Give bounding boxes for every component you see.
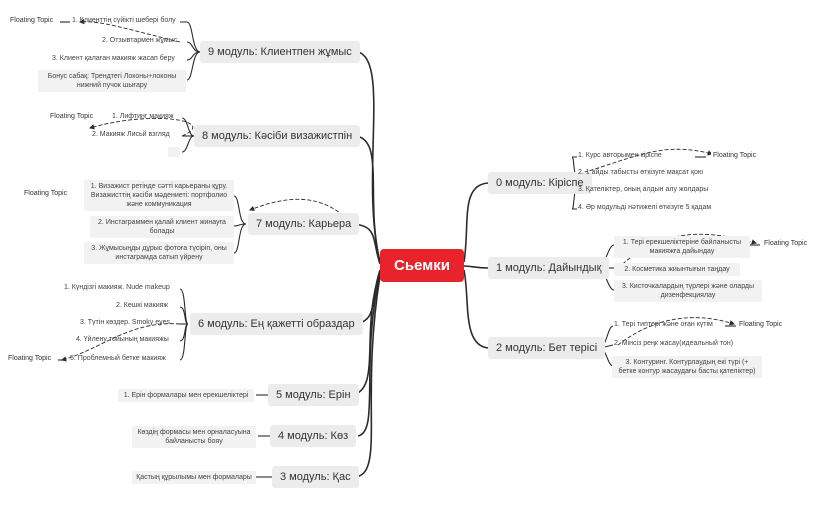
m0-item-3[interactable]: 3. Қателіктер, оның алдын алу жолдары — [578, 186, 709, 193]
m4-item-1[interactable]: Көздің формасы мен орналасуына байланыст… — [132, 426, 256, 448]
m6-item-4[interactable]: 4. Үйлену тойының макияжы — [76, 336, 169, 343]
floating-topic[interactable]: Floating Topic — [6, 355, 54, 362]
float-link-m9 — [78, 18, 181, 43]
m9-item-2[interactable]: 2. Отзывтармен жұмыс — [102, 37, 178, 44]
floating-topic[interactable]: Floating Topic — [48, 113, 96, 120]
module-7-topic[interactable]: 7 модуль: Карьера — [248, 213, 360, 235]
float-link-m2 — [617, 317, 736, 346]
central-topic[interactable]: Сьемки — [380, 249, 464, 282]
float-link-m0 — [577, 148, 714, 175]
floating-topic[interactable]: Floating Topic — [737, 321, 785, 328]
m7-item-2[interactable]: 2. Инстаграммен қалай клиент жинауға бол… — [90, 216, 234, 238]
floating-topic[interactable]: Floating Topic — [711, 152, 759, 159]
m9-item-1[interactable]: 1. Клиенттің сүйікті шебері болу — [72, 17, 176, 24]
module-8-topic[interactable]: 8 модуль: Кәсіби визажистпін — [194, 125, 361, 147]
module-4-topic[interactable]: 4 модуль: Көз — [270, 425, 357, 447]
m0-item-1[interactable]: 1. Курс авторымен кіріспе — [578, 152, 662, 159]
float-link-m8 — [88, 117, 194, 137]
m6-item-2[interactable]: 2. Кешкі макияж — [116, 302, 169, 309]
m1-item-2[interactable]: 2. Косметика жиынтығын таңдау — [614, 263, 740, 276]
m2-item-3[interactable]: 3. Контуринг. Контурлаудың екі түрі (+ б… — [612, 356, 762, 378]
branch-m8 — [355, 135, 381, 263]
module-3-topic[interactable]: 3 модуль: Қас — [272, 466, 359, 488]
m8-item-2[interactable]: 2. Макияж Лисьй взгляд — [92, 131, 170, 138]
m0-item-2[interactable]: 2. 1 айды табысты өткізуге мақсат қою — [578, 169, 704, 176]
m8-item-1[interactable]: 1. Лифтинг макияж — [112, 113, 174, 120]
m7-item-3[interactable]: 3. Жұмысыңды дұрыс фотоға түсіріп, оны и… — [84, 242, 234, 264]
branch-m2 — [463, 269, 489, 349]
m0-item-4[interactable]: 4. Әр модульді нәтижелі өткізуге 5 қадам — [578, 204, 712, 211]
floating-topic[interactable]: Floating Topic — [22, 190, 70, 197]
m6-item-5[interactable]: 5. Проблемный бетке макияж — [70, 355, 166, 362]
module-6-topic[interactable]: 6 модуль: Ең қажетті образдар — [190, 313, 363, 335]
m2-item-2[interactable]: 2. Мінсіз реңк жасау(идеальный тон) — [614, 340, 734, 347]
m6-item-1[interactable]: 1. Күндізгі макияж. Nude makeup — [64, 284, 170, 291]
module-5-topic[interactable]: 5 модуль: Ерін — [268, 384, 359, 406]
m5-item-1[interactable]: 1. Ерін формалары мен ерекшеліктері — [118, 389, 254, 402]
m7-item-1[interactable]: 1. Визажист ретінде сәтті карьераны құру… — [84, 180, 234, 211]
branch-m0 — [463, 182, 489, 263]
m9-item-4[interactable]: Бонус сабақ: Трендтегі Локоны+локоны ниж… — [38, 70, 186, 92]
floating-topic[interactable]: Floating Topic — [8, 17, 56, 24]
module-9-topic[interactable]: 9 модуль: Клиентпен жұмыс — [200, 41, 360, 63]
m8-empty-topic[interactable] — [168, 147, 180, 157]
module-1-topic[interactable]: 1 модуль: Дайындық — [488, 257, 610, 279]
branch-m4 — [357, 273, 381, 437]
m1-item-3[interactable]: 3. Кисточкалардың түрлері және оларды ди… — [614, 280, 762, 302]
module-0-topic[interactable]: 0 модуль: Кіріспе — [488, 172, 592, 194]
branch-m1 — [463, 265, 489, 269]
m6-item-3[interactable]: 3. Түтін көздер. Smoky eyes — [80, 319, 171, 326]
m3-item-1[interactable]: Қастың құрылымы мен формалары — [132, 471, 256, 484]
branch-m3 — [355, 275, 381, 478]
float-link-m6 — [60, 323, 181, 362]
m9-item-3[interactable]: 3. Клиент қалаған макияж жасап беру — [52, 55, 175, 62]
m2-item-1[interactable]: 1. Тері типтері және оған күтім — [614, 321, 713, 328]
floating-topic[interactable]: Floating Topic — [762, 240, 810, 247]
m1-item-1[interactable]: 1. Тері ерекшеліктеріне байланысты макия… — [614, 236, 750, 258]
module-2-topic[interactable]: 2 модуль: Бет терісі — [488, 337, 606, 359]
